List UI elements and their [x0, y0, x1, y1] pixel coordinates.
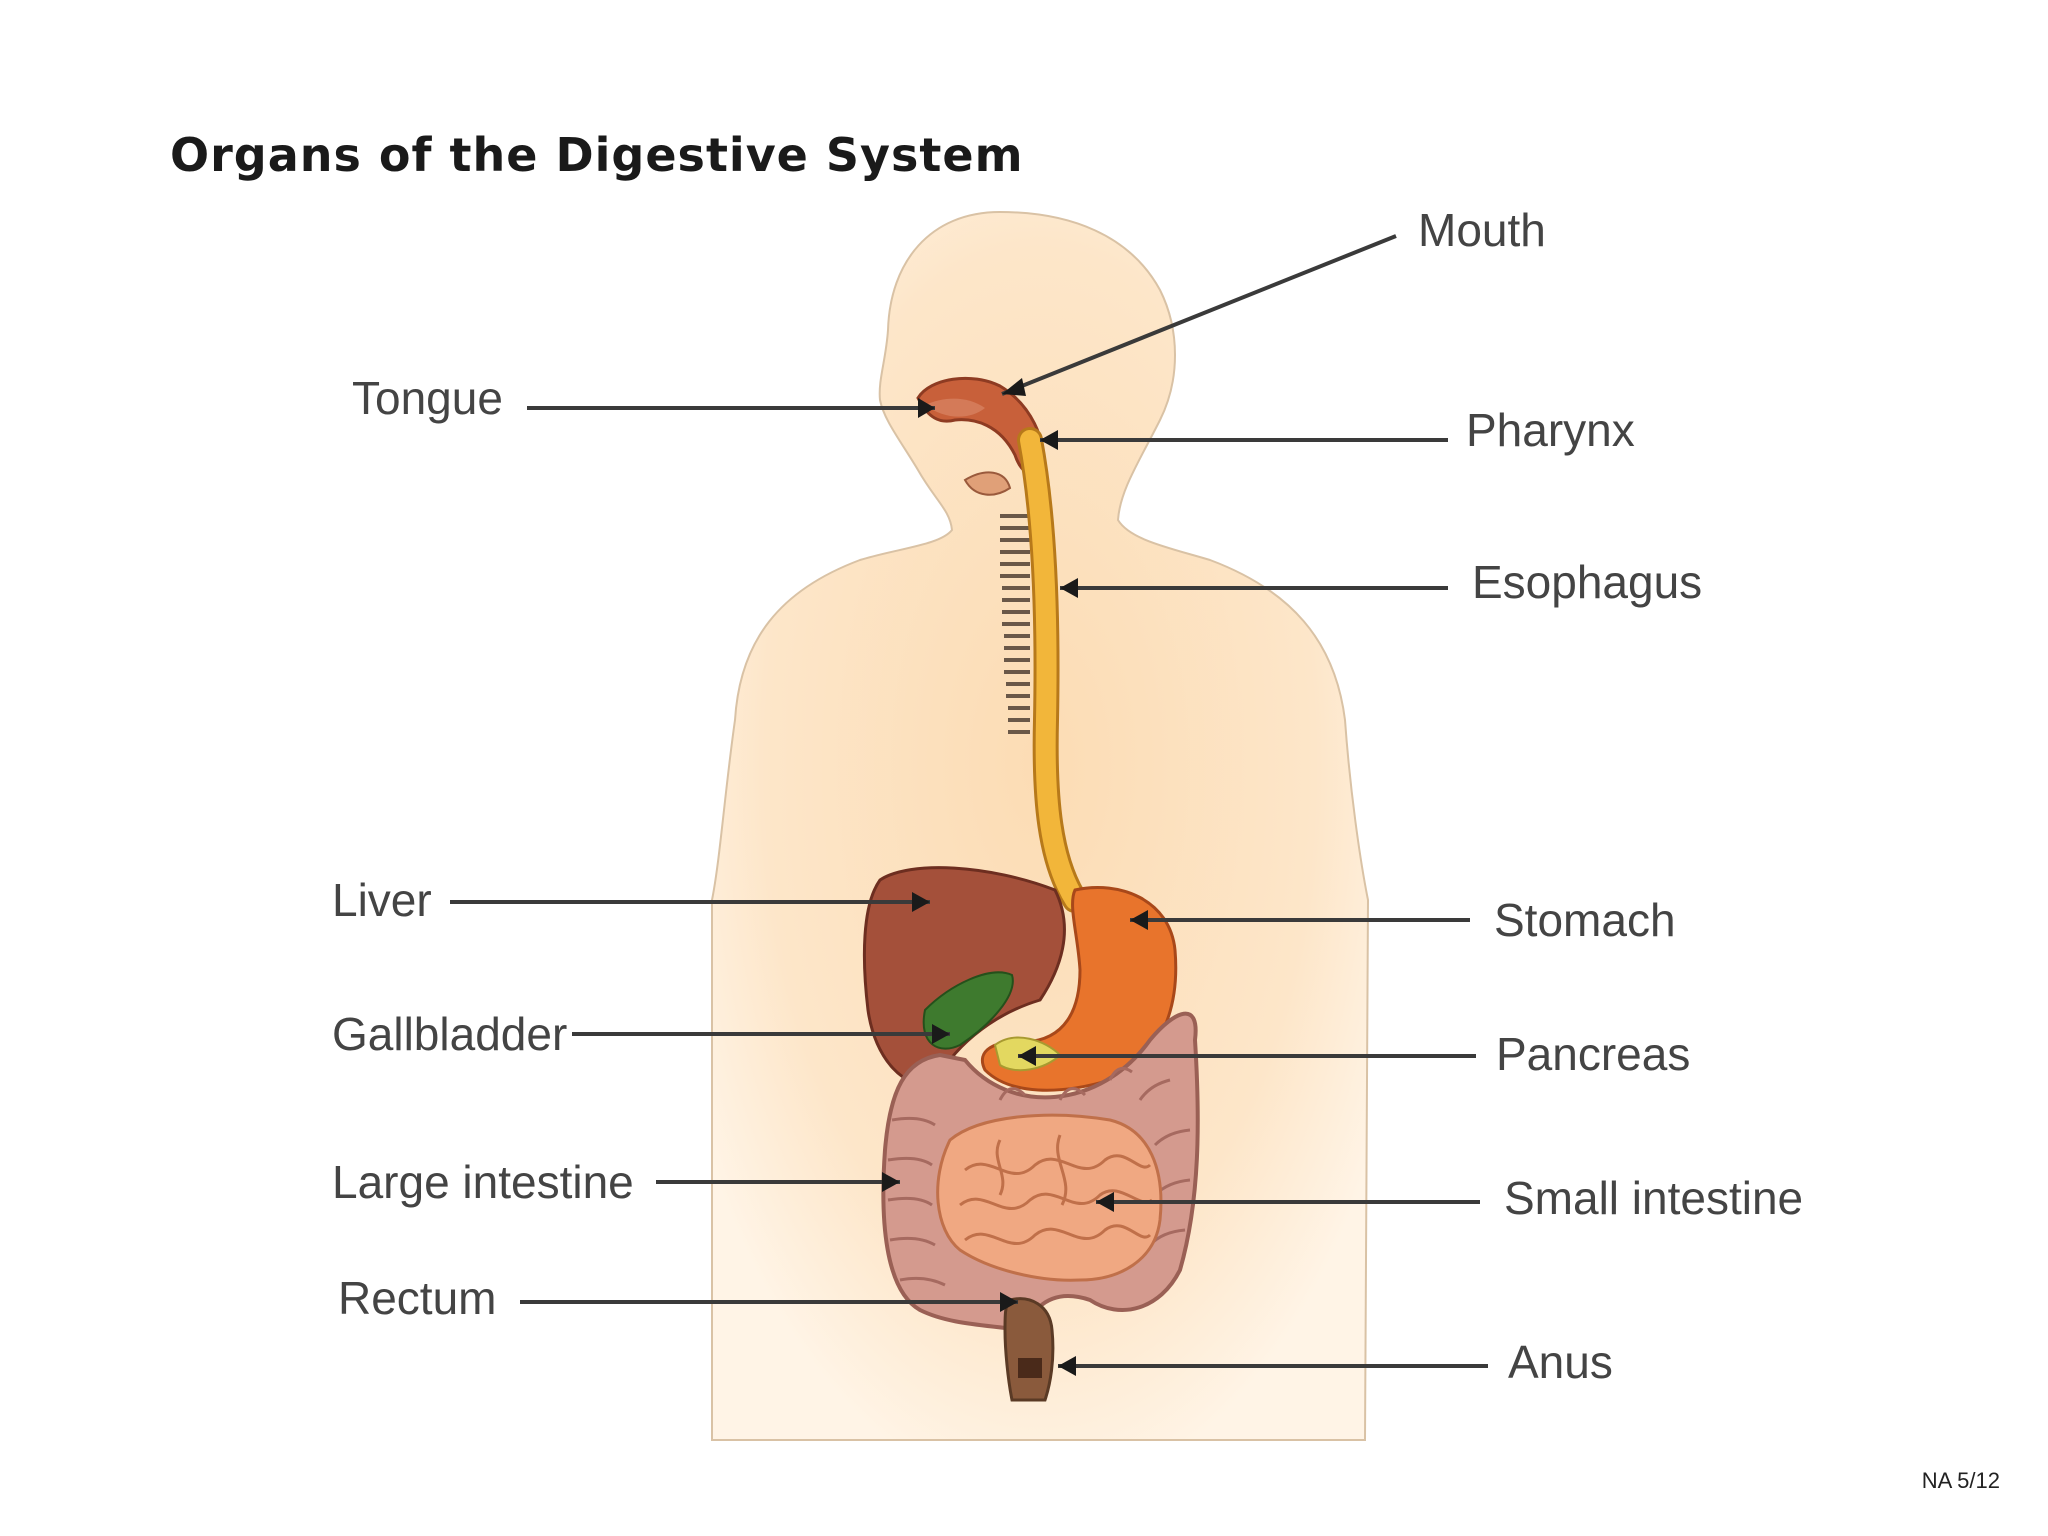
stomach-shape: [981, 886, 1178, 1092]
label-tongue: Tongue: [352, 372, 503, 424]
small-intestine-shape: [936, 1113, 1163, 1282]
esophagus-fill: [1020, 430, 1085, 910]
label-small-intestine: Small intestine: [1504, 1172, 1804, 1224]
label-mouth: Mouth: [1418, 204, 1546, 256]
mouth-leader: [1001, 234, 1397, 396]
diagram-title: Organs of the Digestive System: [170, 128, 1024, 182]
leader-lines: [450, 234, 1488, 1368]
label-gallbladder: Gallbladder: [332, 1008, 568, 1060]
rectum-shape: [1003, 1297, 1055, 1402]
label-large-intestine: Large intestine: [332, 1156, 634, 1208]
label-esophagus: Esophagus: [1472, 556, 1703, 608]
label-liver: Liver: [332, 874, 432, 926]
trachea: [1000, 514, 1030, 734]
label-pancreas: Pancreas: [1496, 1028, 1691, 1080]
leader-arrowheads: [882, 378, 1148, 1376]
label-pharynx: Pharynx: [1466, 404, 1635, 456]
small-intestine-loops: [959, 1134, 1153, 1245]
tongue-shape: [925, 398, 985, 417]
slide-number: NA 5/12: [1921, 1468, 2000, 1493]
label-stomach: Stomach: [1494, 894, 1676, 946]
jaw-shape: [963, 471, 1012, 496]
label-anus: Anus: [1508, 1336, 1613, 1388]
gallbladder-shape: [922, 971, 1014, 1050]
label-rectum: Rectum: [338, 1272, 497, 1324]
anus-shape: [1018, 1358, 1042, 1378]
